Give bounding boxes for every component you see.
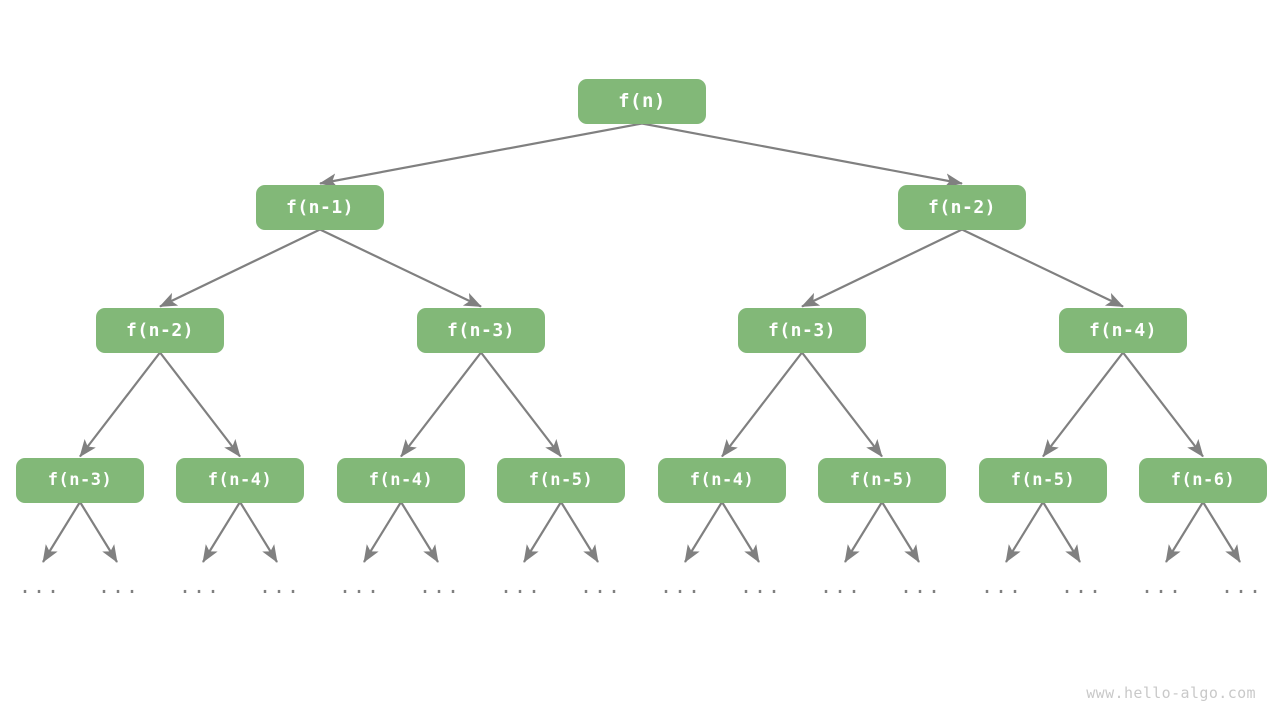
tree-node: f(n) [578,78,706,124]
ellipsis-marker: ... [338,574,382,598]
tree-node: f(n-5) [497,457,625,503]
watermark: www.hello-algo.com [1086,684,1256,702]
leaf-stub-edge [844,501,883,563]
tree-edge [1042,351,1124,458]
ellipsis-marker: ... [258,574,302,598]
ellipsis-marker: ... [819,574,863,598]
ellipsis-marker: ... [499,574,543,598]
tree-node: f(n-6) [1139,457,1267,503]
leaf-stub-edge [363,501,402,563]
ellipsis-marker: ... [899,574,943,598]
leaf-stub-edge [560,501,599,563]
leaf-stub-edge [1202,501,1241,563]
ellipsis-marker: ... [579,574,623,598]
leaf-stub-edge [42,501,81,563]
tree-edge [400,351,482,458]
leaf-stub-edge [1042,501,1081,563]
leaf-stub-edge [1165,501,1204,563]
tree-node: f(n-5) [818,457,946,503]
leaf-stub-edge [400,501,439,563]
tree-node: f(n-2) [96,307,224,353]
tree-node: f(n-5) [979,457,1107,503]
leaf-stub-edge [1005,501,1044,563]
tree-node: f(n-4) [337,457,465,503]
tree-edge [721,351,803,458]
tree-node: f(n-4) [658,457,786,503]
tree-edge [159,228,321,308]
tree-edge [1122,351,1204,458]
tree-node: f(n-3) [417,307,545,353]
leaf-stub-edge [721,501,760,563]
leaf-stub-edge [79,501,118,563]
tree-node: f(n-4) [176,457,304,503]
leaf-stub-edge [523,501,562,563]
leaf-stub-edge [202,501,241,563]
tree-edge [801,228,963,308]
ellipsis-marker: ... [178,574,222,598]
ellipsis-marker: ... [1140,574,1184,598]
tree-edges [79,122,1204,458]
tree-edge [801,351,883,458]
ellipsis-marker: ... [18,574,62,598]
ellipsis-marker: ... [659,574,703,598]
tree-edge [319,122,643,188]
tree-node: f(n-3) [16,457,144,503]
tree-edge [159,351,241,458]
ellipsis-marker: ... [739,574,783,598]
leaf-stub-edge [239,501,278,563]
tree-edge [961,228,1124,308]
ellipsis-marker: ... [1060,574,1104,598]
tree-node: f(n-2) [898,184,1026,230]
leaf-stub-edge [684,501,723,563]
tree-edge [319,228,482,308]
leaf-stub-arrows [42,501,1241,563]
ellipsis-marker: ... [418,574,462,598]
tree-edge [480,351,562,458]
ellipsis-marker: ... [1220,574,1264,598]
leaf-stub-edge [881,501,920,563]
ellipsis-marker: ... [97,574,141,598]
tree-node: f(n-1) [256,184,384,230]
tree-edge [641,122,963,188]
tree-node: f(n-3) [738,307,866,353]
tree-node: f(n-4) [1059,307,1187,353]
tree-edge [79,351,161,458]
ellipsis-marker: ... [980,574,1024,598]
